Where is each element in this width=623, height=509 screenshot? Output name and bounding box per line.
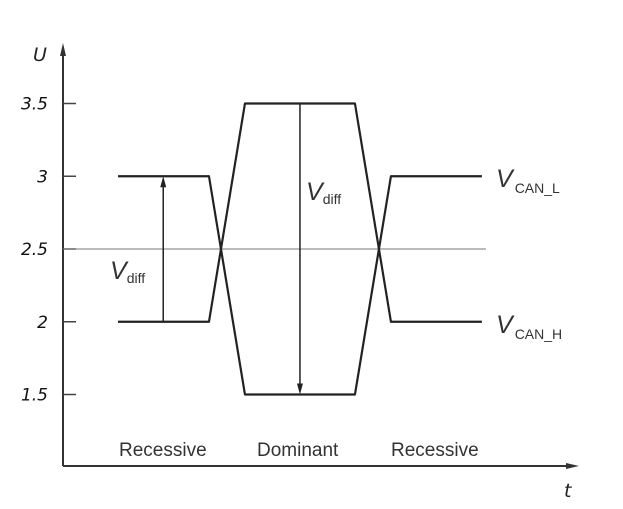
y-axis-arrow-icon [60,43,66,56]
y-tick-label: 3.5 [21,95,48,115]
y-axis-title: U [33,44,47,66]
axes: U t [33,43,579,502]
x-axis-arrow-icon [566,463,579,469]
vdiff-label-dominant: Vdiff [306,178,341,207]
y-tick-label: 3 [37,167,48,187]
y-tick-label: 2 [37,313,48,333]
region-label-recessive-right: Recessive [391,440,479,461]
vdiff-arrowhead-icon [296,383,303,395]
region-label-dominant: Dominant [257,440,339,461]
vdiff-arrowhead-icon [160,176,167,188]
series-line-can-l [117,175,482,396]
y-tick-label: 1.5 [21,386,48,406]
region-label-recessive-left: Recessive [119,440,207,461]
vdiff-label-recessive: Vdiff [110,257,145,286]
y-tick-label: 2.5 [21,240,48,260]
x-axis-title: t [564,480,573,502]
